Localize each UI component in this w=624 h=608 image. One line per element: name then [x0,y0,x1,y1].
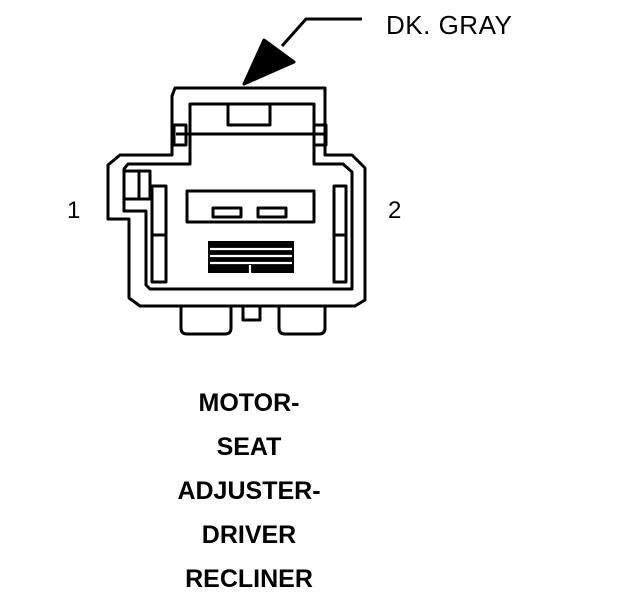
connector-name-line: RECLINER [185,565,313,593]
side-latch [122,169,152,201]
corner-notch-left [172,123,188,147]
leader-line [280,17,362,47]
terminal-pin-1 [211,206,243,219]
connector-name-line: ADJUSTER- [177,477,321,505]
connector-name: MOTOR- SEAT ADJUSTER- DRIVER RECLINER [150,388,348,608]
connector-shell-outer [106,86,367,308]
connector-name-line: SEAT [216,433,282,461]
connector-name-line: MOTOR- [198,389,300,417]
connector-name-line: DRIVER [201,521,297,549]
locking-tab [190,102,314,127]
wire-color-label: DK. GRAY [386,10,513,40]
terminal-pin-2 [256,206,288,219]
pin-label-2: 2 [388,197,402,224]
pin-label-1: 1 [67,197,81,224]
bottom-center-key [241,304,262,322]
bottom-foot-left [179,306,233,336]
bottom-foot-right [277,306,327,336]
pointer-arrow [242,38,296,86]
connector-shell-inner [122,102,354,291]
terminal-cavity [185,189,316,224]
corner-notch-right [312,123,328,147]
